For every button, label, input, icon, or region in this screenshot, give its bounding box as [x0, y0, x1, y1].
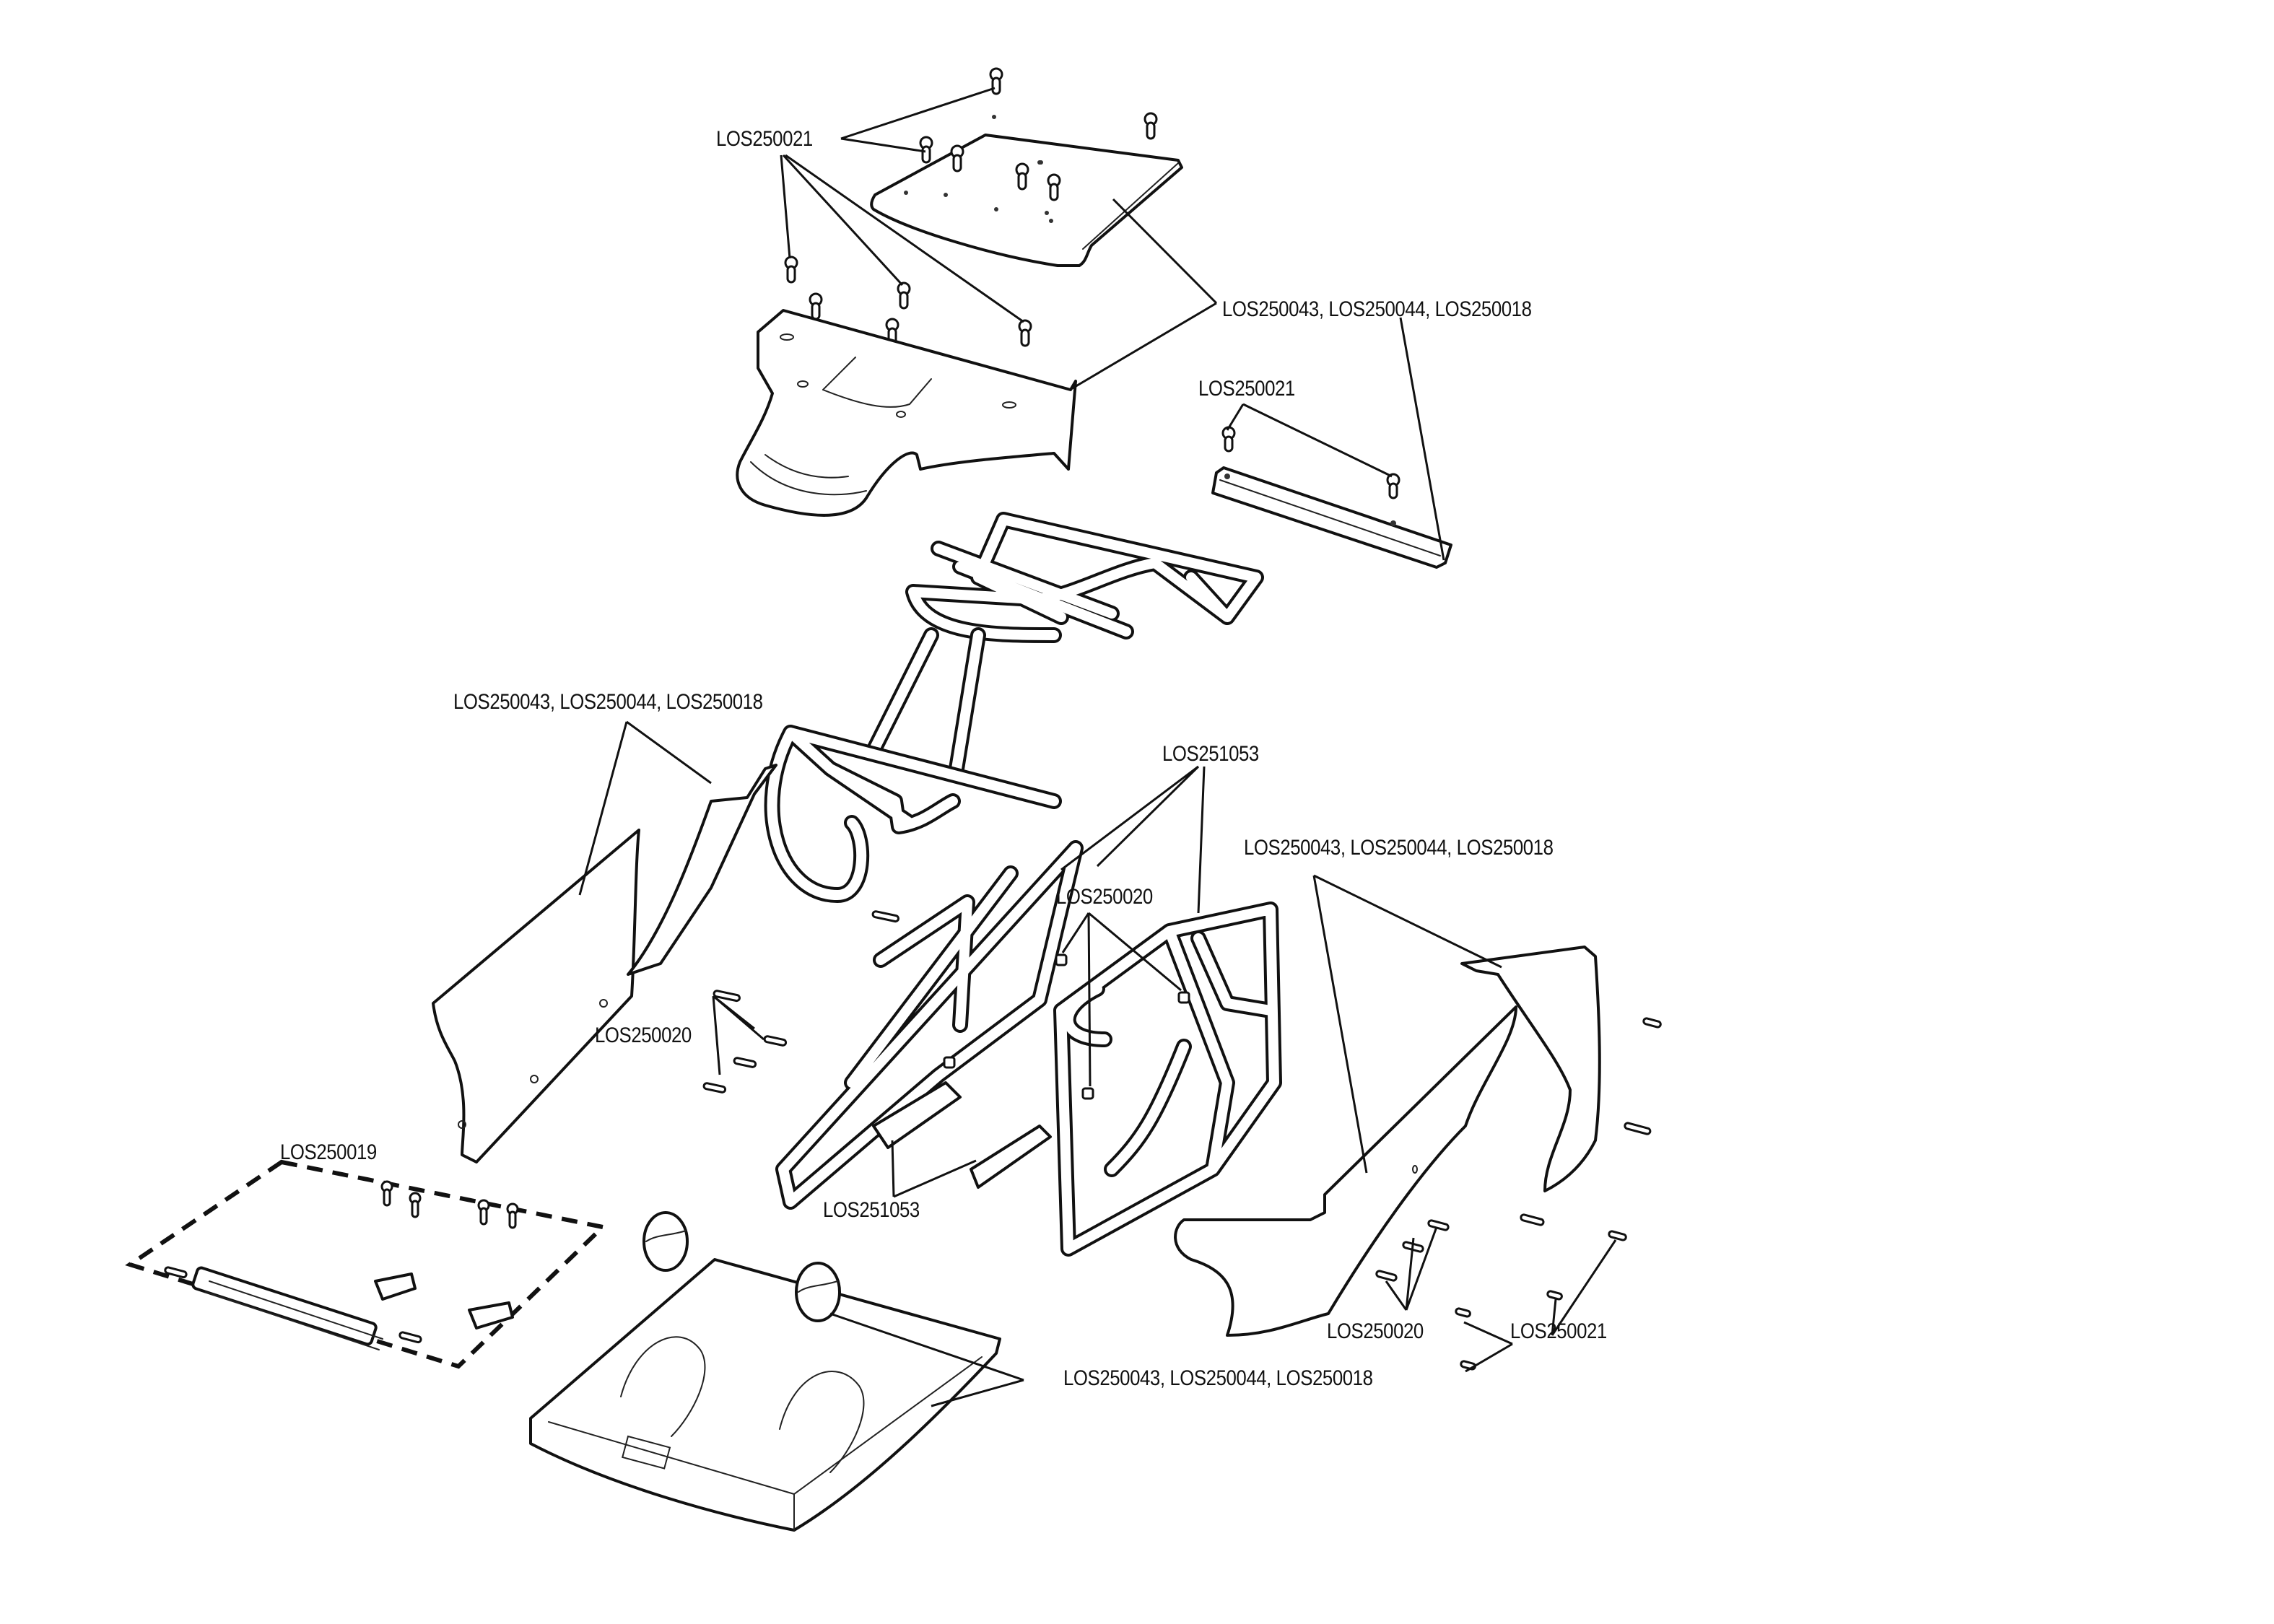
- right-side-panels: [1174, 946, 1601, 1337]
- label-right-pins: LOS250020: [1327, 1319, 1424, 1343]
- screw-icon: [1386, 473, 1400, 499]
- pin-group: [164, 910, 1662, 1371]
- screw-icon: [950, 144, 964, 173]
- nut-icon: [1055, 953, 1068, 966]
- nut-group: [943, 953, 1190, 1100]
- pin-icon: [1642, 1017, 1662, 1029]
- label-light-bar-kit: LOS250019: [280, 1140, 377, 1164]
- hood-body: [736, 309, 1077, 517]
- left-cage-frame: [775, 840, 1084, 1210]
- label-interior-tray: LOS250043, LOS250044, LOS250018: [1063, 1366, 1373, 1390]
- pin-icon: [713, 990, 741, 1003]
- helmet-icon: [642, 1211, 689, 1272]
- pin-icon: [1427, 1219, 1450, 1231]
- left-side-panels: [432, 764, 777, 1164]
- pin-icon: [1375, 1270, 1398, 1282]
- pin-icon: [733, 1057, 757, 1068]
- helmet-icon: [795, 1262, 841, 1322]
- pin-icon: [702, 1082, 727, 1093]
- screw-icon: [809, 292, 823, 320]
- screw-icon: [506, 1202, 519, 1229]
- label-right-side-panels: LOS250043, LOS250044, LOS250018: [1244, 836, 1554, 860]
- pin-icon: [871, 910, 899, 923]
- nut-icon: [1081, 1087, 1094, 1100]
- light-bar-kit: [125, 1159, 608, 1369]
- rear-wing-plate: [1211, 466, 1452, 569]
- screw-icon: [1047, 173, 1061, 201]
- screw-icon: [1015, 162, 1029, 191]
- screw-group-top: [784, 67, 1158, 347]
- pin-icon: [1520, 1213, 1545, 1226]
- cage-mount-pieces: [872, 1081, 1052, 1189]
- pin-icon: [1624, 1122, 1652, 1135]
- label-left-cage-pins: LOS250020: [595, 1023, 692, 1047]
- label-top-body-panels: LOS250043, LOS250044, LOS250018: [1222, 297, 1532, 321]
- label-rear-wing-screws: LOS250021: [1198, 377, 1295, 401]
- pin-icon: [398, 1331, 422, 1344]
- label-top-screws: LOS250021: [716, 127, 813, 151]
- right-cage-frame: [1053, 902, 1282, 1257]
- label-right-screws: LOS250021: [1510, 1319, 1607, 1343]
- screw-icon: [1018, 319, 1032, 347]
- screw-icon: [1221, 426, 1236, 453]
- pin-icon: [1455, 1307, 1471, 1318]
- screw-icon: [477, 1199, 490, 1226]
- pin-icon: [1460, 1360, 1476, 1371]
- label-cage-nuts: LOS250020: [1056, 885, 1153, 909]
- nut-icon: [943, 1056, 956, 1069]
- nut-icon: [1177, 991, 1190, 1004]
- pin-icon: [164, 1266, 188, 1279]
- mount-bracket: [468, 1301, 514, 1330]
- mount-bracket: [374, 1272, 417, 1301]
- pin-icon: [1546, 1290, 1563, 1301]
- screw-icon: [919, 136, 933, 164]
- screw-icon: [897, 281, 911, 310]
- label-left-side-panels: LOS250043, LOS250044, LOS250018: [453, 690, 763, 714]
- roof-plate: [870, 115, 1183, 267]
- leader-lines: [578, 87, 1617, 1407]
- pin-icon: [1608, 1230, 1627, 1241]
- pin-icon: [763, 1035, 788, 1047]
- upper-roll-cage: [764, 512, 1264, 903]
- screw-icon: [409, 1192, 422, 1218]
- screw-icon: [1143, 112, 1158, 140]
- screw-icon: [989, 67, 1003, 95]
- label-roll-cage: LOS251053: [1162, 742, 1259, 766]
- label-cage-mounts: LOS251053: [823, 1198, 920, 1222]
- screw-icon: [380, 1180, 393, 1207]
- interior-tray: [529, 1211, 1001, 1532]
- screw-icon: [784, 256, 798, 284]
